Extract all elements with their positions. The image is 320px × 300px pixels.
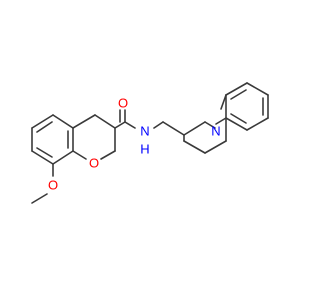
bond bbox=[72, 114, 96, 129]
bond bbox=[183, 140, 206, 154]
bond bbox=[100, 150, 116, 160]
bond bbox=[230, 89, 247, 100]
bond bbox=[220, 94, 227, 110]
bond bbox=[204, 140, 227, 154]
bond bbox=[225, 117, 248, 131]
bond bbox=[52, 150, 74, 165]
bond bbox=[183, 121, 206, 136]
bond bbox=[52, 114, 74, 129]
bond bbox=[36, 121, 53, 133]
bond bbox=[31, 193, 48, 204]
methoxy-oxygen-label: O bbox=[48, 177, 58, 192]
bond bbox=[31, 150, 54, 165]
bond bbox=[31, 114, 54, 129]
bond bbox=[246, 82, 269, 96]
structure-canvas: O N H N O O bbox=[31, 82, 269, 204]
bond bbox=[215, 117, 227, 125]
bond bbox=[153, 121, 164, 129]
bond bbox=[36, 147, 53, 158]
bond bbox=[72, 150, 87, 160]
bond bbox=[114, 121, 126, 129]
bond bbox=[124, 121, 136, 129]
bond bbox=[162, 121, 185, 136]
ring-nitrogen-label: N bbox=[211, 123, 220, 138]
bond bbox=[225, 82, 248, 96]
bond bbox=[230, 113, 247, 124]
bond bbox=[94, 114, 116, 129]
ring-oxygen-label: O bbox=[89, 155, 99, 170]
amide-hydrogen-label: H bbox=[140, 141, 149, 156]
amide-nitrogen-label: N bbox=[140, 123, 149, 138]
molecule-diagram: O N H N O O bbox=[31, 82, 269, 204]
bond-layer bbox=[31, 82, 269, 204]
atom-label-layer: O N H N O O bbox=[48, 95, 221, 192]
bond bbox=[204, 121, 216, 129]
carbonyl-oxygen-label: O bbox=[118, 95, 128, 110]
bond bbox=[246, 117, 269, 131]
